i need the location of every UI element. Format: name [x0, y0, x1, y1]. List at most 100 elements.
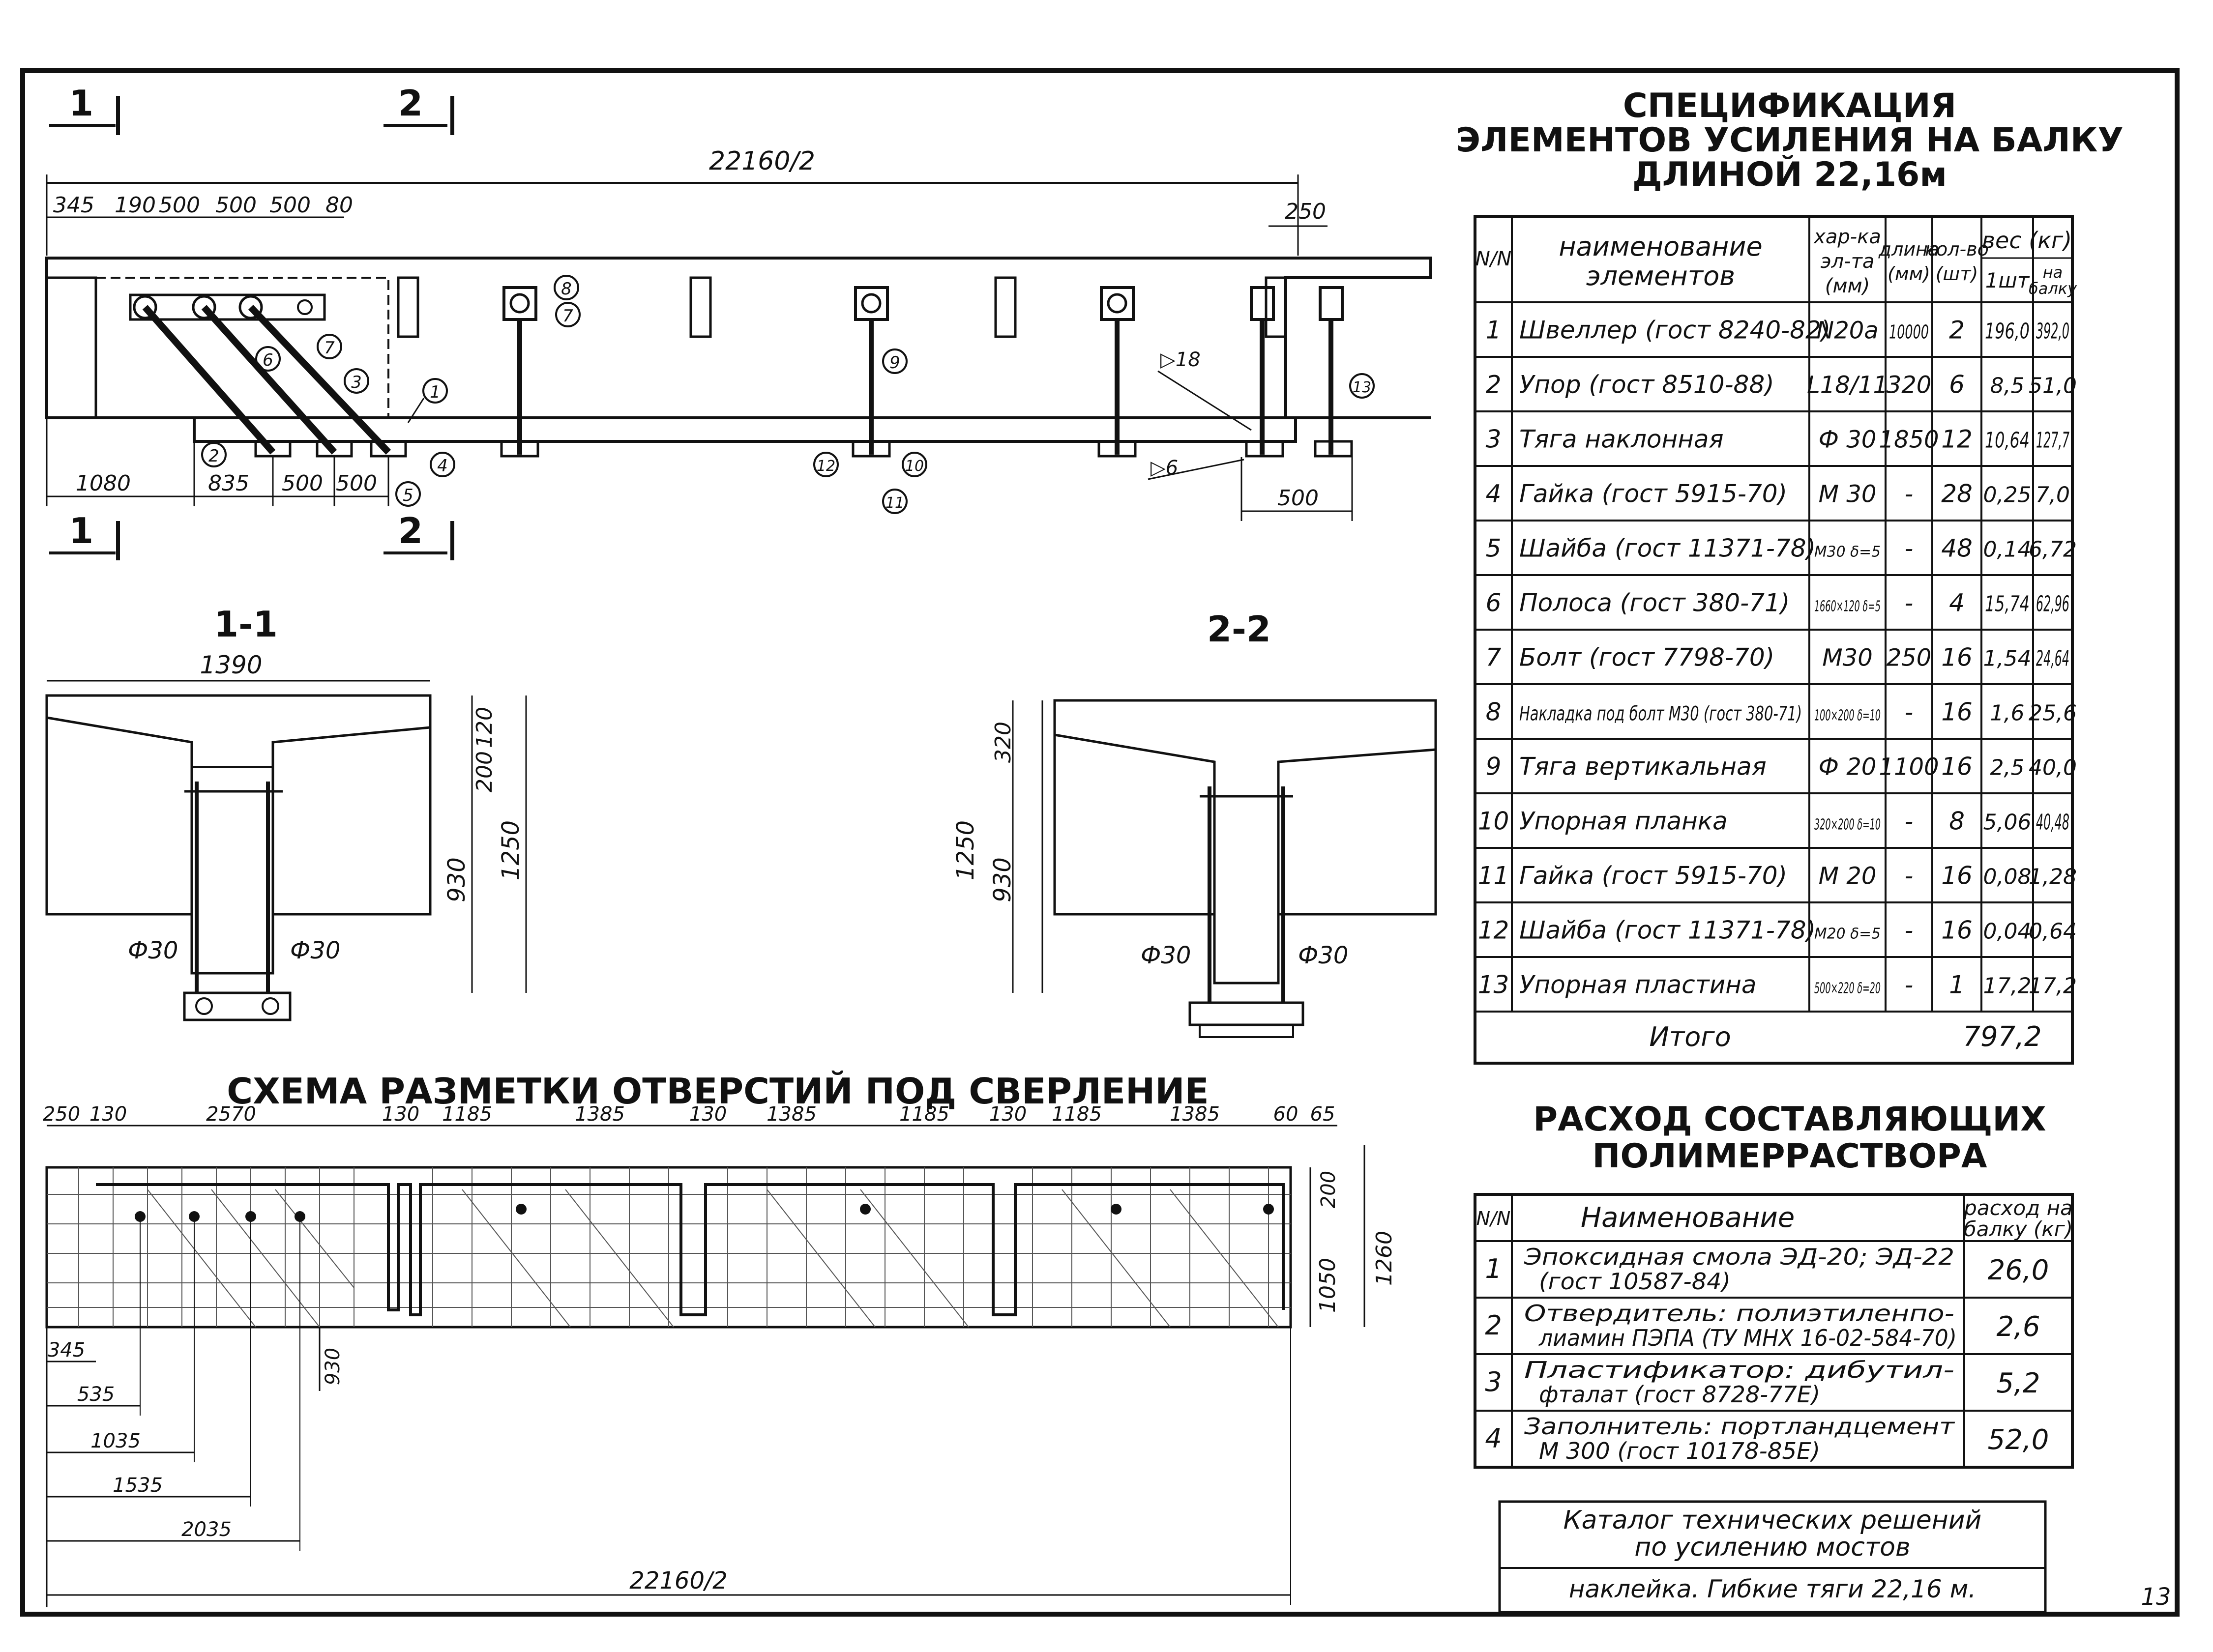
spec-row-n: 7 [1486, 643, 1502, 672]
svg-text:1: 1 [430, 382, 441, 402]
svg-text:9: 9 [889, 353, 900, 373]
spec-total-value: 797,2 [1963, 1021, 2041, 1053]
vertical-hanger-1 [500, 286, 539, 458]
drill-total-length: 22160/2 [629, 1567, 727, 1594]
stamp-line-1: Каталог технических решений [1564, 1506, 1982, 1535]
section-marker-1-bottom: 1 [69, 510, 93, 551]
spec-row-n: 2 [1486, 371, 1502, 399]
drill-left-dim-345: 345 [48, 1339, 85, 1362]
callout-12: 12 [813, 452, 839, 477]
drill-top-dim-12: 1385 [1170, 1103, 1220, 1126]
polymer-head-rate-2: балку (кг) [1964, 1217, 2073, 1241]
spec-row-len: - [1905, 972, 1913, 999]
spec-row-qty: 16 [1941, 862, 1973, 890]
polymer-row-line1: Пластификатор: дибутил- [1524, 1357, 1954, 1383]
spec-row-qty: 6 [1949, 371, 1965, 399]
sec11-dim-930: 930 [443, 857, 471, 902]
polymer-row-n: 3 [1485, 1366, 1502, 1397]
spec-row-wall: 25,6 [2029, 701, 2077, 726]
vertical-hanger-4 [1245, 286, 1353, 458]
spec-row-qty: 12 [1941, 425, 1973, 454]
spec-row-n: 8 [1486, 698, 1502, 726]
section-marker-1-top: 1 [69, 83, 93, 124]
spec-head-char-2: эл-та [1821, 250, 1875, 273]
spec-row-wall: 24,64 [2036, 646, 2069, 671]
spec-row-wall: 51,0 [2029, 374, 2077, 399]
polymer-row-line2: фталат (гост 8728-77Е) [1539, 1381, 1820, 1408]
spec-row-n: 1 [1486, 316, 1502, 345]
callout-8: 8 [554, 275, 579, 300]
polymer-head-name: Наименование [1581, 1202, 1795, 1234]
section-marker-2-top: 2 [398, 83, 423, 124]
drill-top-dim-2: 130 [89, 1103, 127, 1126]
spec-row-qty: 28 [1941, 480, 1973, 508]
spec-row-w1: 0,08 [1983, 865, 2032, 890]
stamp-line-3: наклейка. Гибкие тяги 22,16 м. [1569, 1575, 1976, 1603]
svg-text:5: 5 [403, 486, 413, 505]
spec-row-n: 9 [1486, 753, 1502, 781]
spec-row-name: Швеллер (гост 8240-82) [1519, 316, 1830, 345]
spec-total-label: Итого [1649, 1021, 1731, 1052]
svg-text:7: 7 [562, 306, 573, 326]
polymer-title-2: ПОЛИМЕРРАСТВОРА [1593, 1137, 1987, 1176]
page-number: 13 [2141, 1583, 2171, 1611]
drill-top-dim-3: 2570 [206, 1103, 256, 1126]
polymer-row-value: 52,0 [1988, 1424, 2049, 1456]
sec22-dim-320: 320 [991, 722, 1016, 763]
spec-row-wall: 17,2 [2029, 974, 2077, 999]
spec-row-len: - [1905, 590, 1913, 617]
elev-bot-dim-3: 500 [282, 471, 323, 496]
spec-row-n: 4 [1486, 480, 1502, 508]
spec-row-char: Ф 20 [1819, 754, 1877, 781]
callout-6: 6 [255, 346, 281, 372]
spec-head-char-3: (мм) [1825, 275, 1870, 297]
sec11-dim-200: 200 [472, 751, 497, 792]
section-2-2-title: 2-2 [1207, 609, 1271, 650]
spec-head-n: N/N [1475, 248, 1511, 270]
elev-right-dim-500: 500 [1277, 486, 1319, 511]
svg-text:6: 6 [263, 350, 273, 370]
drill-left-dim-1535: 1535 [113, 1474, 163, 1497]
drill-top-dim-4: 130 [382, 1103, 419, 1126]
elev-top-dim-2: 190 [115, 193, 156, 218]
drill-top-dim-14: 65 [1310, 1103, 1335, 1126]
spec-head-wall-2: балку [2029, 279, 2077, 298]
drilling-scheme: СХЕМА РАЗМЕТКИ ОТВЕРСТИЙ ПОД СВЕРЛЕНИЕ 2… [43, 1071, 1397, 1607]
spec-row-n: 12 [1478, 916, 1509, 945]
polymer-row-line1: Эпоксидная смола ЭД-20; ЭД-22 [1524, 1244, 1954, 1270]
spec-row-w1: 15,74 [1985, 592, 2030, 617]
spec-row-w1: 1,54 [1983, 646, 2032, 671]
drill-top-dim-7: 130 [689, 1103, 727, 1126]
spec-row-wall: 1,28 [2029, 865, 2077, 890]
spec-row-n: 5 [1486, 534, 1502, 563]
spec-row-len: 1100 [1879, 754, 1939, 781]
spec-row-qty: 48 [1941, 534, 1973, 563]
spec-row-len: 250 [1887, 644, 1932, 672]
svg-text:8: 8 [561, 279, 572, 299]
spec-row-qty: 8 [1949, 807, 1965, 836]
spec-row-wall: 40,0 [2029, 755, 2077, 781]
spec-row-char: М 20 [1819, 863, 1877, 890]
spec-row-wall: 62,96 [2036, 592, 2069, 617]
spec-row-name: Упорная планка [1519, 807, 1728, 836]
spec-title-2: ЭЛЕМЕНТОВ УСИЛЕНИЯ НА БАЛКУ [1456, 121, 2124, 160]
spec-row-w1: 5,06 [1983, 810, 2032, 835]
svg-text:11: 11 [885, 494, 904, 512]
spec-row-w1: 196,0 [1985, 319, 2030, 344]
drill-top-dim-9: 1185 [899, 1103, 949, 1126]
spec-row-name: Тяга вертикальная [1519, 753, 1767, 781]
section-1-1-width: 1390 [200, 651, 262, 679]
spec-row-len: 320 [1887, 372, 1932, 399]
spec-row-char: N20а [1816, 317, 1878, 345]
callout-11: 11 [882, 489, 908, 514]
spec-row-char: 500×220 δ=20 [1814, 980, 1881, 997]
spec-row-qty: 16 [1941, 643, 1973, 672]
drill-top-dim-10: 130 [989, 1103, 1027, 1126]
polymer-title-1: РАСХОД СОСТАВЛЯЮЩИХ [1533, 1100, 2046, 1139]
spec-row-n: 6 [1486, 589, 1502, 617]
elev-top-dim-4: 500 [215, 193, 257, 218]
spec-row-name: Шайба (гост 11371-78) [1519, 916, 1816, 945]
spec-row-char: 100×200 δ=10 [1814, 707, 1881, 725]
elev-bot-dim-2: 835 [208, 471, 249, 496]
